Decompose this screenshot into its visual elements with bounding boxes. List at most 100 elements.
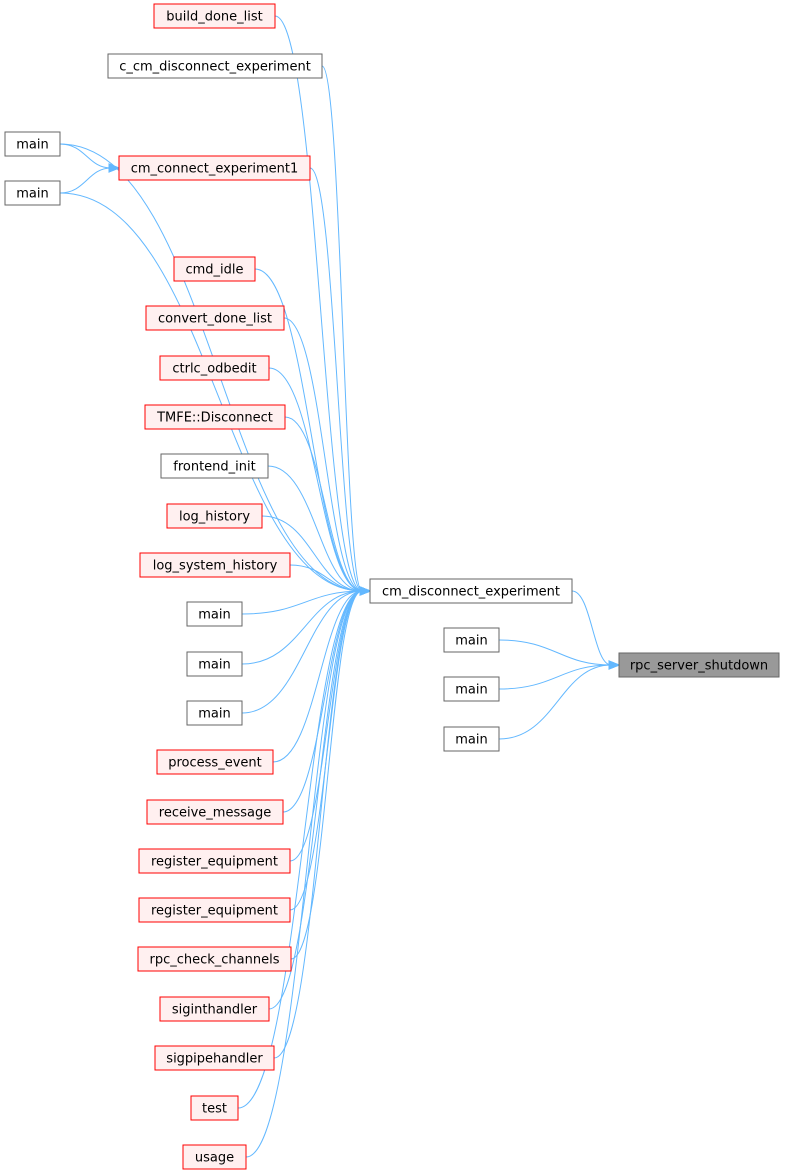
node-main[interactable]: main [186,601,243,627]
edge-line [241,590,363,665]
node-log-history[interactable]: log_history [166,503,263,529]
nodes-layer: build_done_list c_cm_disconnect_experimen… [4,3,780,1170]
node-label: main [16,138,48,153]
node-receive-message[interactable]: receive_message [146,799,284,825]
node-box [138,848,291,874]
node-label: main [198,707,230,722]
edge-line [273,590,363,1059]
node-rpc-check-channels[interactable]: rpc_check_channels [137,946,292,972]
node-box [173,256,256,282]
node-main[interactable]: main [4,180,61,206]
edge-build_done_list-to-cm_disconnect [274,15,372,596]
node-siginthandler[interactable]: siginthandler [159,996,270,1022]
node-box [369,578,573,604]
edge-arrowhead [608,660,621,670]
node-frontend-init[interactable]: frontend_init [160,453,269,479]
node-box [146,799,284,825]
node-label: c_cm_disconnect_experiment [119,60,311,75]
node-register-equipment[interactable]: register_equipment [138,897,291,923]
edge-line [498,664,612,690]
node-main[interactable]: main [186,700,243,726]
node-label: usage [195,1151,234,1166]
edge-line [59,167,112,194]
node-box [4,180,61,206]
edge-line [571,590,612,666]
edge-register_equipment_b-to-cm_disconnect [289,586,372,911]
edge-line [498,664,612,740]
node-c-cm-disconnect-experiment[interactable]: c_cm_disconnect_experiment [107,53,323,79]
node-main[interactable]: main [443,676,500,702]
edge-main_g-to-rpc_server_shutdown [498,660,621,690]
node-box [443,676,500,702]
edge-cm_disconnect-to-rpc_server_shutdown [571,590,621,670]
node-register-equipment[interactable]: register_equipment [138,848,291,874]
edge-main_b-to-cm_disconnect [59,192,372,596]
node-cm-connect-experiment1[interactable]: cm_connect_experiment1 [118,155,311,181]
edge-c_cm_disconnect-to-cm_disconnect [321,65,372,596]
node-ctrlc-odbedit[interactable]: ctrlc_odbedit [159,355,270,381]
edge-line [237,590,363,1109]
edge-line [498,639,612,666]
node-box [186,700,243,726]
edge-line [284,416,363,592]
edge-line [241,590,363,615]
node-main[interactable]: main [443,726,500,752]
node-label: TMFE::Disconnect [156,411,273,426]
edge-line [268,367,363,592]
node-box [138,897,291,923]
node-process-event[interactable]: process_event [156,749,274,775]
edge-line [59,143,112,169]
edge-line [274,15,363,592]
edge-tmfe_disconnect-to-cm_disconnect [284,416,372,596]
node-box [153,3,276,29]
node-label: convert_done_list [158,312,272,327]
node-log-system-history[interactable]: log_system_history [139,552,291,578]
edge-main_b-to-cm_connect1 [59,163,121,194]
node-build-done-list[interactable]: build_done_list [153,3,276,29]
node-box [159,996,270,1022]
node-label: main [16,187,48,202]
node-box [182,1144,247,1170]
node-box [139,552,291,578]
edge-main_h-to-rpc_server_shutdown [498,660,621,740]
edge-line [309,167,363,592]
edge-line [267,465,363,592]
node-label: main [198,658,230,673]
node-label: sigpipehandler [166,1052,263,1067]
edge-line [254,268,363,592]
node-box [118,155,311,181]
node-label: main [198,608,230,623]
node-main[interactable]: main [443,627,500,653]
node-label: process_event [168,756,261,771]
edge-arrowhead [108,163,121,173]
node-label: cm_connect_experiment1 [131,162,299,177]
edge-sigpipehandler-to-cm_disconnect [273,586,372,1059]
node-box [443,726,500,752]
node-main[interactable]: main [186,651,243,677]
node-box [154,1045,275,1071]
node-main[interactable]: main [4,131,61,157]
node-cmd-idle[interactable]: cmd_idle [173,256,256,282]
edge-line [289,564,363,592]
edge-usage-to-cm_disconnect [245,586,372,1158]
node-label: log_history [179,510,250,525]
node-label: register_equipment [151,904,278,919]
node-usage[interactable]: usage [182,1144,247,1170]
edge-line [321,65,363,592]
node-label: rpc_check_channels [149,953,279,968]
node-box [137,946,292,972]
node-rpc-server-shutdown-root[interactable]: rpc_server_shutdown [618,652,780,678]
edge-line [290,590,363,960]
node-convert-done-list[interactable]: convert_done_list [145,305,285,331]
edge-line [241,590,363,714]
edge-process_event-to-cm_disconnect [272,586,372,763]
node-box [4,131,61,157]
node-tmfe-disconnect[interactable]: TMFE::Disconnect [144,404,286,430]
node-box [186,651,243,677]
node-sigpipehandler[interactable]: sigpipehandler [154,1045,275,1071]
node-cm-disconnect-experiment[interactable]: cm_disconnect_experiment [369,578,573,604]
node-test[interactable]: test [190,1095,239,1121]
node-label: main [455,733,487,748]
edge-line [59,192,363,592]
